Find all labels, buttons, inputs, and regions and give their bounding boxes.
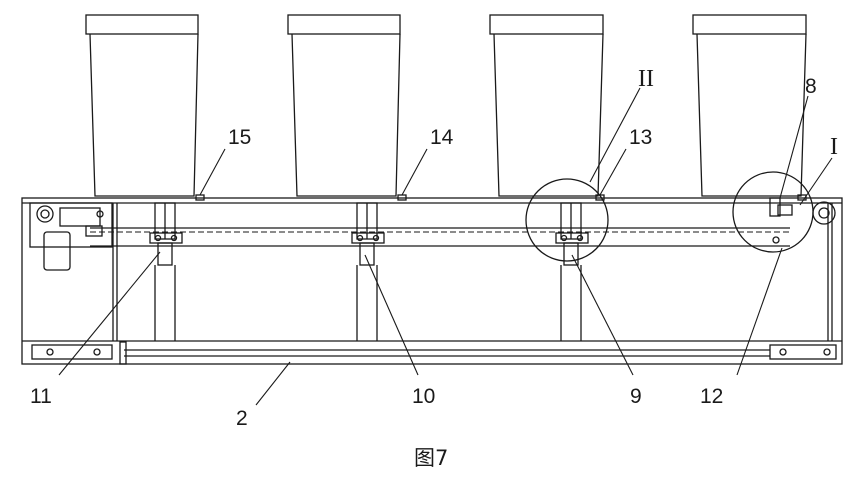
- leader-lines: [58, 87, 833, 406]
- divider-unit-11: [149, 202, 183, 341]
- callout-2: 2: [236, 407, 248, 430]
- hopper-1: [85, 14, 199, 197]
- callout-detail-I: I: [830, 134, 838, 160]
- callout-detail-II: II: [638, 66, 654, 92]
- callout-13: 13: [629, 126, 652, 149]
- motor-assembly: [29, 202, 113, 271]
- hopper-2: [287, 14, 401, 197]
- callout-11: 11: [30, 385, 52, 408]
- detail-circle-II: [525, 178, 609, 262]
- figure-caption: 图7: [414, 446, 448, 470]
- callout-8: 8: [805, 75, 817, 98]
- sensor-assembly-8: [769, 197, 793, 244]
- callout-12: 12: [700, 385, 723, 408]
- conveyor-frame: [21, 197, 843, 365]
- callout-9: 9: [630, 385, 642, 408]
- callout-14: 14: [430, 126, 454, 149]
- divider-unit-9: [555, 202, 589, 341]
- callout-15: 15: [228, 126, 251, 149]
- divider-unit-10: [351, 202, 385, 341]
- callout-10: 10: [412, 385, 435, 408]
- detail-circle-I: [732, 171, 814, 253]
- hopper-4: [692, 14, 807, 197]
- hopper-3: [489, 14, 604, 197]
- base-beam: [31, 341, 837, 365]
